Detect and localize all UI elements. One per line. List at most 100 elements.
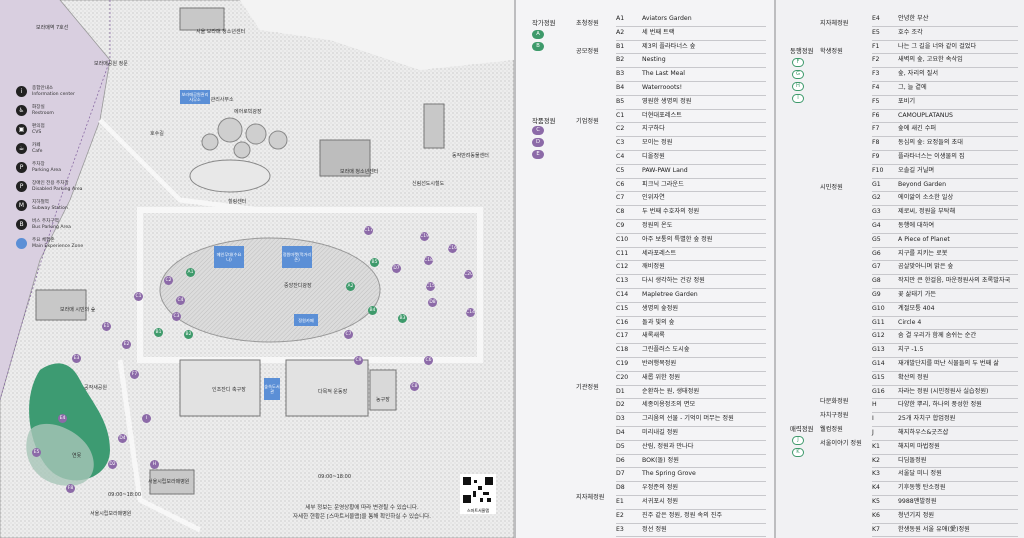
- garden-marker-c14[interactable]: C14: [466, 308, 475, 317]
- garden-marker-c20[interactable]: C20: [464, 270, 473, 279]
- garden-marker-e4[interactable]: E4: [58, 414, 67, 423]
- garden-marker-h[interactable]: H: [150, 460, 159, 469]
- garden-marker-c15[interactable]: C15: [426, 282, 435, 291]
- garden-marker-a2[interactable]: A2: [346, 282, 355, 291]
- experience-zone[interactable]: 정원마켓(먹거리존): [282, 246, 312, 268]
- garden-marker-c8[interactable]: C8: [410, 382, 419, 391]
- garden-marker-c9[interactable]: C9: [354, 356, 363, 365]
- qr-code[interactable]: 스마트서울맵: [460, 474, 496, 514]
- garden-marker-c4[interactable]: C4: [176, 296, 185, 305]
- garden-marker-e2[interactable]: E2: [122, 340, 131, 349]
- garden-marker-b4[interactable]: B4: [368, 306, 377, 315]
- garden-marker-c18[interactable]: C18: [424, 256, 433, 265]
- experience-zone[interactable]: 숲속도서관: [264, 378, 280, 400]
- garden-marker-c6[interactable]: C6: [424, 356, 433, 365]
- garden-marker-d2[interactable]: D2: [108, 460, 117, 469]
- garden-marker-d4[interactable]: D4: [118, 434, 127, 443]
- garden-marker-b1[interactable]: B1: [154, 328, 163, 337]
- garden-marker-e5[interactable]: E5: [32, 448, 41, 457]
- experience-zone[interactable]: 메인무대(수요나): [214, 246, 244, 268]
- garden-marker-f8[interactable]: F8: [66, 484, 75, 493]
- garden-marker-d8[interactable]: D8: [428, 298, 437, 307]
- garden-marker-c3[interactable]: C3: [172, 312, 181, 321]
- garden-marker-c19[interactable]: C19: [420, 232, 429, 241]
- garden-marker-a1[interactable]: A1: [186, 268, 195, 277]
- garden-marker-e1[interactable]: E1: [102, 322, 111, 331]
- garden-marker-c1[interactable]: C1: [134, 292, 143, 301]
- garden-marker-b2[interactable]: B2: [184, 330, 193, 339]
- garden-marker-c16[interactable]: C16: [448, 244, 457, 253]
- experience-zone[interactable]: 보라매공원관리사무소: [180, 90, 210, 104]
- garden-marker-i[interactable]: I: [142, 414, 151, 423]
- garden-marker-c2[interactable]: C2: [164, 276, 173, 285]
- garden-marker-e3[interactable]: E3: [72, 354, 81, 363]
